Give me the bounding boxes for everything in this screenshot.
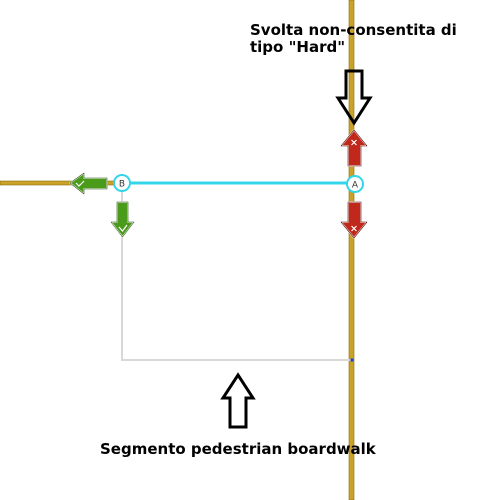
allowed-turn-left-icon[interactable] (69, 172, 108, 195)
allowed-turn-down-icon[interactable] (110, 201, 135, 238)
node-a-label: A (352, 181, 359, 191)
road-layer (0, 0, 355, 500)
node-b-label: B (119, 180, 125, 190)
node-b[interactable]: B (113, 174, 131, 192)
hard-turn-annotation-line1: Svolta non-consentita di (250, 21, 457, 39)
pointer-up-arrow-icon (220, 372, 256, 429)
hard-turn-annotation-line2: tipo "Hard" (250, 38, 346, 56)
node-a[interactable]: A (346, 175, 364, 193)
restricted-turn-up-icon[interactable] (340, 129, 368, 167)
hard-turn-annotation: Svolta non-consentita di tipo "Hard" (250, 22, 457, 56)
boardwalk-annotation: Segmento pedestrian boardwalk (100, 440, 376, 458)
road-vertical[interactable] (348, 0, 355, 500)
pedestrian-boardwalk-segment[interactable] (121, 188, 352, 361)
boardwalk-junction-node[interactable] (350, 358, 354, 362)
pointer-down-arrow-icon (335, 69, 373, 126)
restricted-turn-down-icon[interactable] (340, 201, 368, 239)
